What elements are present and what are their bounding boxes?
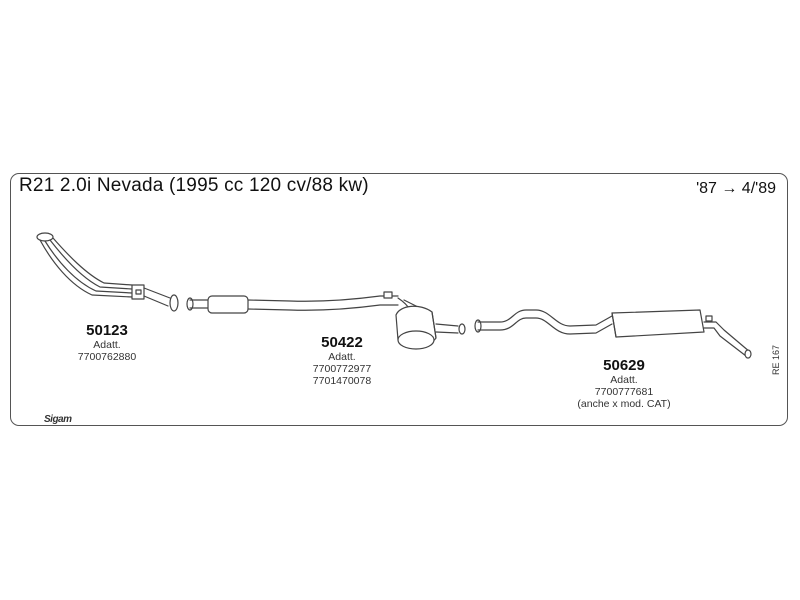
intermediate-pipe-drawing <box>186 291 466 350</box>
part-50123-label: 50123 Adatt. 7700762880 <box>62 322 152 363</box>
part-50422-label: 50422 Adatt. 7700772977 7701470078 <box>297 334 387 387</box>
part-50629-label: 50629 Adatt. 7700777681 (anche x mod. CA… <box>566 357 682 410</box>
sheet-code: RE 167 <box>771 344 781 375</box>
part-ref: 7700762880 <box>77 351 137 364</box>
model-years: '87 → 4/'89 <box>696 180 776 197</box>
front-downpipe-drawing <box>36 232 179 312</box>
part-adatt: Adatt. <box>328 351 356 364</box>
part-number: 50123 <box>86 322 128 339</box>
rear-silencer-drawing <box>474 309 752 359</box>
part-adatt: Adatt. <box>93 339 121 352</box>
brand-logo: Sigam <box>44 414 72 425</box>
part-ref: 7700772977 <box>312 363 372 376</box>
part-ref: 7700777681 <box>594 386 654 399</box>
part-number: 50422 <box>321 334 363 351</box>
part-number: 50629 <box>603 357 645 374</box>
part-adatt: Adatt. <box>610 374 638 387</box>
diagram-frame <box>10 173 788 426</box>
part-note: (anche x mod. CAT) <box>577 398 671 411</box>
vehicle-title: R21 2.0i Nevada (1995 cc 120 cv/88 kw) <box>19 175 369 196</box>
part-ref: 7701470078 <box>312 375 372 388</box>
